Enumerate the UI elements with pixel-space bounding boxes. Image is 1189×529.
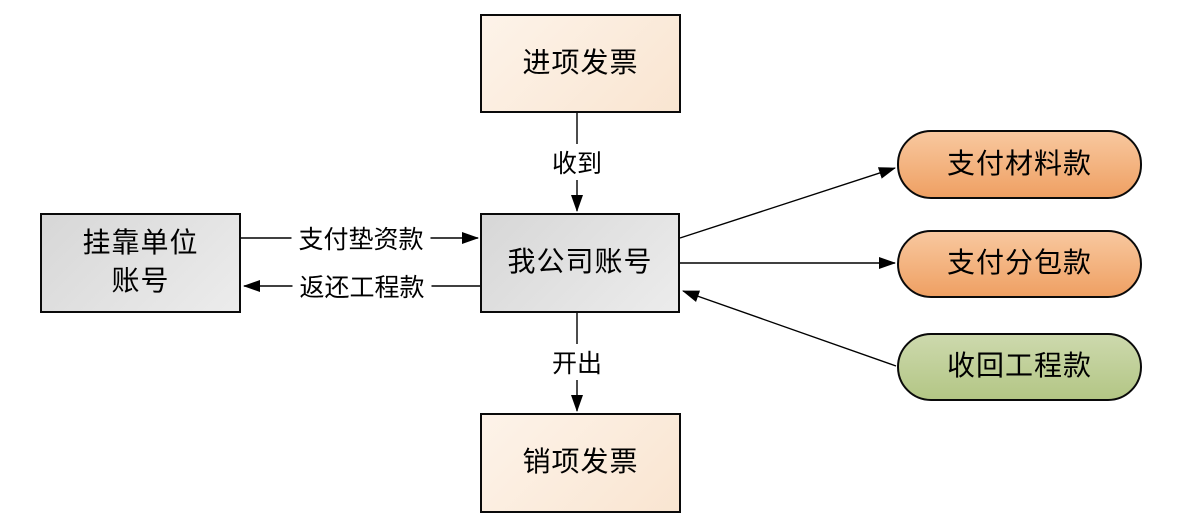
edge-label-pay-advance: 支付垫资款: [291, 220, 431, 256]
edge-label-return-project: 返还工程款: [292, 268, 432, 304]
node-affiliated-account: 挂靠单位 账号: [40, 213, 241, 313]
arrow-pay-material: [679, 167, 896, 239]
edge-label-issue: 开出: [544, 344, 610, 380]
node-output-invoice: 销项发票: [480, 413, 681, 513]
node-input-invoice: 进项发票: [480, 14, 681, 113]
node-pay-subcontract: 支付分包款: [897, 230, 1142, 298]
node-input-invoice-label: 进项发票: [522, 47, 639, 79]
node-pay-subcontract-label: 支付分包款: [946, 248, 1092, 280]
node-affiliated-account-label-line1: 挂靠单位: [82, 228, 199, 260]
node-company-account-label: 我公司账号: [507, 247, 653, 279]
arrow-recover-project: [682, 290, 897, 367]
node-output-invoice-label: 销项发票: [522, 447, 639, 479]
node-affiliated-account-label-line2: 账号: [111, 266, 170, 297]
node-recover-project-label: 收回工程款: [946, 351, 1092, 383]
node-recover-project: 收回工程款: [897, 333, 1142, 401]
edge-label-receive: 收到: [544, 144, 610, 180]
node-pay-material-label: 支付材料款: [946, 148, 1092, 180]
node-company-account: 我公司账号: [480, 213, 680, 313]
node-pay-material: 支付材料款: [897, 130, 1142, 199]
